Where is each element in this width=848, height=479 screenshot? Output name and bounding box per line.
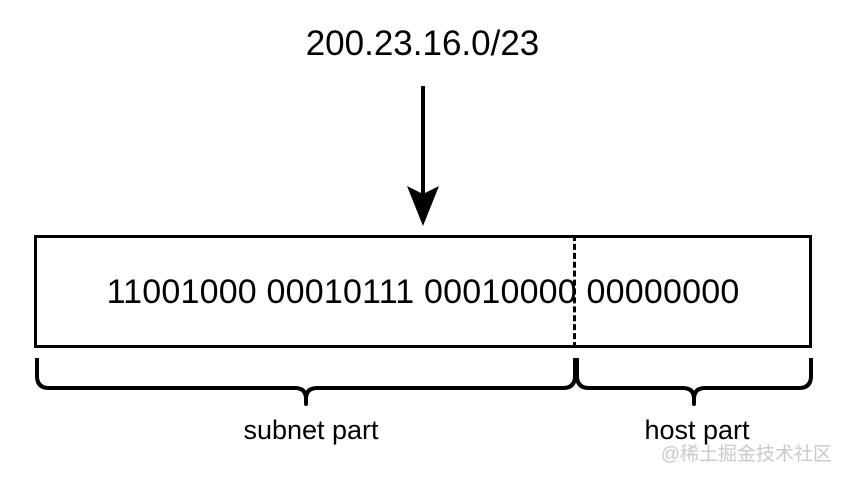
host-part-brace-icon xyxy=(575,358,813,406)
cidr-notation-title: 200.23.16.0/23 xyxy=(305,24,540,63)
address-bit-box xyxy=(34,235,812,348)
subnet-part-brace-icon xyxy=(35,358,577,406)
subnet-part-label: subnet part xyxy=(243,415,379,445)
binary-address-text: 11001000 00010111 00010000 00000000 xyxy=(106,272,740,311)
host-part-label: host part xyxy=(644,415,750,445)
site-watermark: @稀土掘金技术社区 xyxy=(660,444,832,465)
down-arrow-icon xyxy=(407,86,439,226)
prefix-boundary-divider xyxy=(573,235,576,348)
